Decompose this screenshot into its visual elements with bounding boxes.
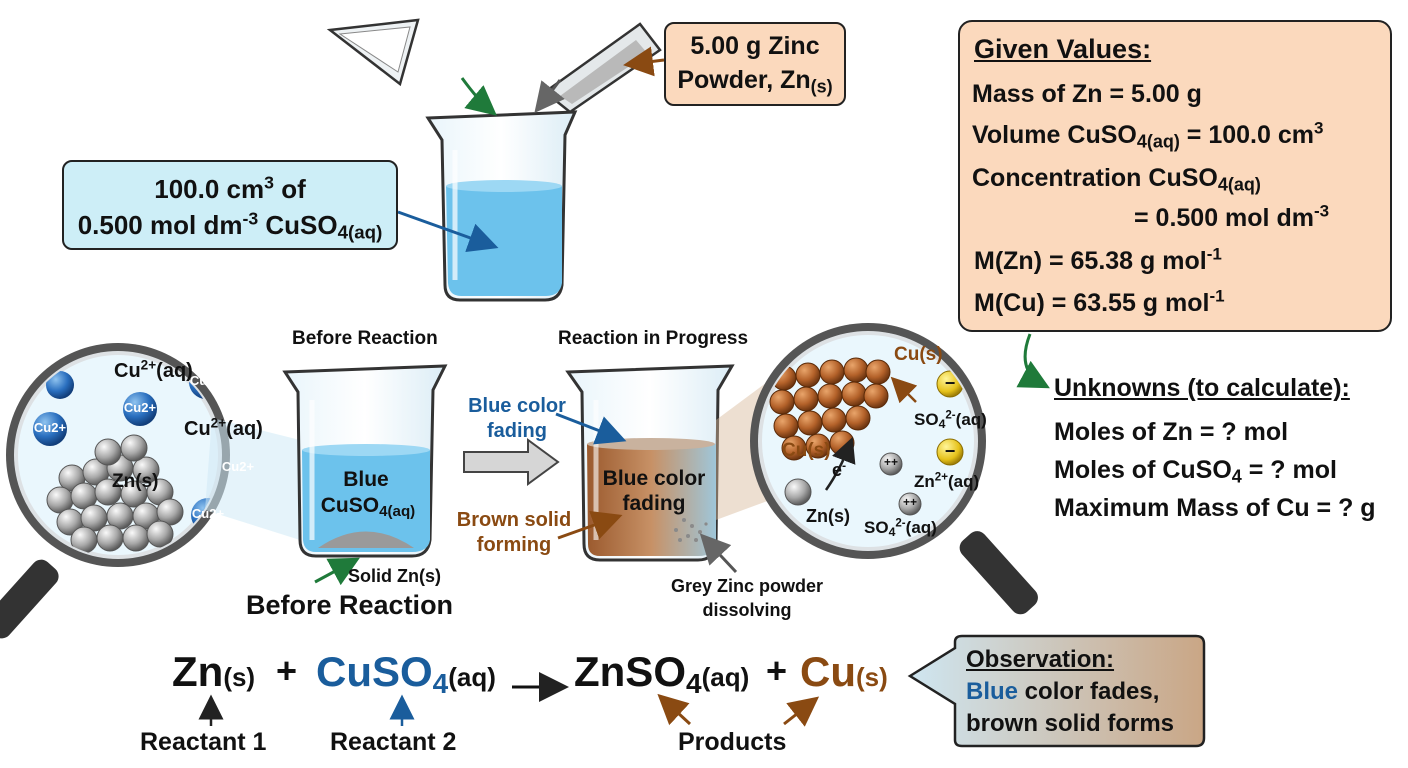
reaction-progress-title: Reaction in Progress (558, 328, 749, 349)
observation-shape (907, 634, 1206, 748)
right-magnifier (750, 323, 1038, 615)
zn-solid-label-left: Zn(s) (112, 471, 159, 492)
zinc-powder-line2: Powder, Zn(s) (677, 66, 833, 97)
reactant-1-label: Reactant 1 (140, 728, 267, 756)
solution-line2: 0.500 mol dm-3 CuSO4(aq) (77, 208, 383, 243)
unknown-moles-cuso4: Moles of CuSO4 = ? mol (1054, 456, 1337, 487)
equation-zn: Zn(s) (172, 648, 256, 695)
solution-label: 100.0 cm3 of 0.500 mol dm-3 CuSO4(aq) (62, 160, 398, 250)
zinc-powder-label: 5.00 g Zinc Powder, Zn(s) (664, 22, 846, 106)
sulfate-top-label: SO42-(aq) (914, 409, 987, 432)
unknown-max-mass-cu: Maximum Mass of Cu = ? g (1054, 494, 1376, 522)
cu-solid-left-label: Cu(s) (782, 440, 831, 461)
given-molar-mass-zn: M(Zn) = 65.38 g mol-1 (974, 244, 1222, 275)
given-concentration: Concentration CuSO4(aq) (972, 164, 1261, 195)
cu-badge-3: Cu2+ (33, 420, 67, 435)
cu-badge-5: Cu2+ (191, 506, 225, 521)
equation-cuso4: CuSO4(aq) (316, 648, 496, 699)
given-volume: Volume CuSO4(aq) = 100.0 cm3 (972, 118, 1324, 152)
zinc-powder-line1: 5.00 g Zinc (690, 32, 820, 60)
given-values-title: Given Values: (974, 34, 1152, 64)
before-reaction-title: Before Reaction (292, 328, 438, 349)
products-label: Products (678, 728, 787, 756)
solution-line1: 100.0 cm3 of (154, 172, 306, 204)
process-arrow (463, 438, 560, 486)
cu-badge-1: Cu2+ (189, 373, 223, 388)
observation-title: Observation: (966, 646, 1115, 673)
solid-zn-label: Solid Zn(s) (348, 566, 441, 586)
beaker-progress (555, 364, 770, 574)
unknowns-title: Unknowns (to calculate): (1054, 374, 1350, 402)
reactant-2-label: Reactant 2 (330, 728, 457, 756)
cu-badge-2: Cu2+ (123, 400, 157, 415)
sulfate-bottom-label: SO42-(aq) (864, 517, 937, 540)
cu-badge-4: Cu2+ (221, 459, 255, 474)
observation-line1: Blue color fades, (966, 678, 1160, 705)
equation-arrows (198, 672, 820, 727)
before-reaction-caption: Before Reaction (246, 590, 454, 620)
zinc-ion-label: Zn2+(aq) (914, 471, 980, 491)
given-concentration-value: = 0.500 mol dm-3 (1134, 201, 1330, 232)
electron-label: e- (832, 458, 847, 480)
cu-ion-label-top: Cu2+(aq) (114, 357, 193, 382)
unknown-moles-zn: Moles of Zn = ? mol (1054, 418, 1289, 446)
cuso4-label: CuSO4(aq) (320, 494, 416, 520)
blue-label: Blue (343, 468, 389, 491)
given-values-box: Given Values: Mass of Zn = 5.00 g Volume… (958, 20, 1392, 332)
equation-plus-2: + (766, 650, 788, 691)
beaker-before (282, 364, 448, 586)
equation-plus-1: + (276, 650, 298, 691)
minus-badge-1: − (944, 373, 956, 393)
plus-badge-2: ++ (902, 495, 917, 509)
observation-line2: brown solid forms (966, 710, 1175, 737)
top-beaker (326, 18, 665, 302)
plus-badge-1: ++ (883, 455, 898, 469)
cu-ion-label-right: Cu2+(aq) (184, 415, 263, 440)
cu-solid-top-label: Cu(s) (894, 344, 943, 365)
given-molar-mass-cu: M(Cu) = 63.55 g mol-1 (974, 286, 1225, 317)
given-mass-zn: Mass of Zn = 5.00 g (972, 80, 1202, 108)
zn-solid-label-right: Zn(s) (806, 506, 850, 526)
equation-cu: Cu(s) (800, 648, 888, 695)
left-magnifier (0, 343, 300, 639)
minus-badge-2: − (944, 441, 956, 461)
equation-znso4: ZnSO4(aq) (574, 648, 750, 699)
